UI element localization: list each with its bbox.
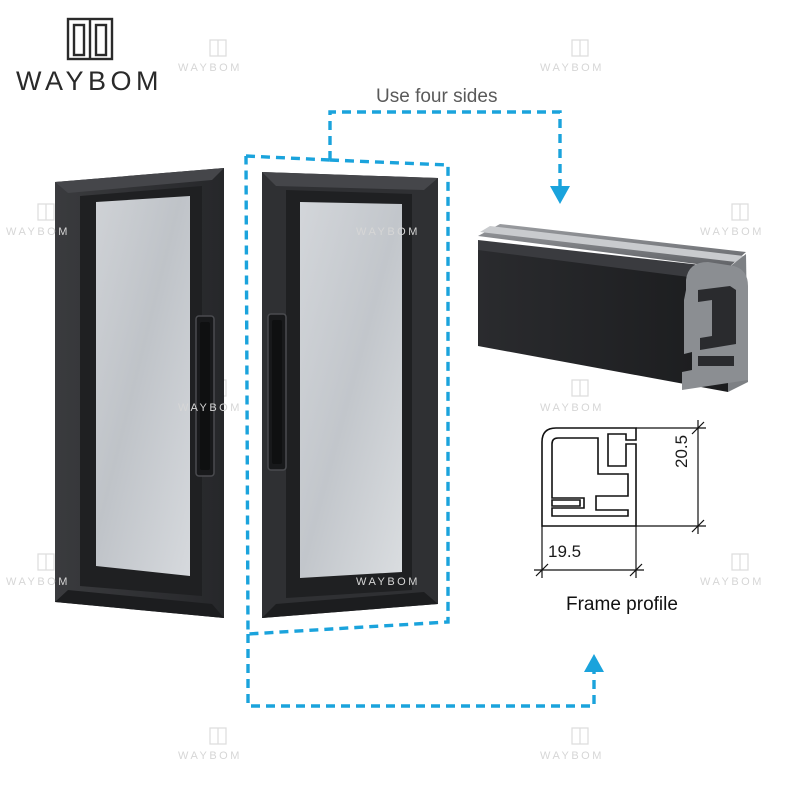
watermark-text: WAYBOM	[700, 226, 764, 238]
door-left-handle	[195, 315, 215, 477]
watermark-text: WAYBOM	[700, 576, 764, 588]
watermark-text: WAYBOM	[6, 226, 70, 238]
profile-3d-render	[478, 224, 748, 392]
width-dimension-label: 19.5	[548, 542, 582, 561]
four-sides-highlight	[244, 154, 450, 636]
watermark-text: WAYBOM	[356, 576, 420, 588]
door-right	[262, 172, 438, 618]
watermark-text: WAYBOM	[540, 62, 604, 74]
watermark-text: WAYBOM	[6, 576, 70, 588]
watermark-text: WAYBOM	[356, 226, 420, 238]
dimension-height	[636, 420, 706, 534]
door-right-handle	[267, 313, 287, 471]
height-dimension-label: 20.5	[672, 434, 691, 468]
watermark-text: WAYBOM	[540, 750, 604, 762]
arrow-head-down-icon	[550, 186, 570, 204]
profile-end-face	[682, 262, 748, 390]
dimension-width	[534, 526, 644, 578]
watermark-text: WAYBOM	[178, 402, 242, 414]
brand-logo	[66, 17, 114, 61]
brand-wordmark: WAYBOM	[16, 66, 163, 96]
usage-note: Use four sides	[376, 86, 498, 107]
top-arrow	[328, 110, 570, 204]
watermark-text: WAYBOM	[178, 62, 242, 74]
watermark-text: WAYBOM	[178, 750, 242, 762]
profile-caption: Frame profile	[566, 594, 678, 615]
profile-cross-section	[541, 427, 637, 527]
arrow-head-up-icon	[584, 654, 604, 672]
double-door-icon	[66, 17, 114, 61]
bottom-arrow	[246, 634, 604, 708]
watermark-text: WAYBOM	[540, 402, 604, 414]
door-left	[55, 168, 224, 618]
